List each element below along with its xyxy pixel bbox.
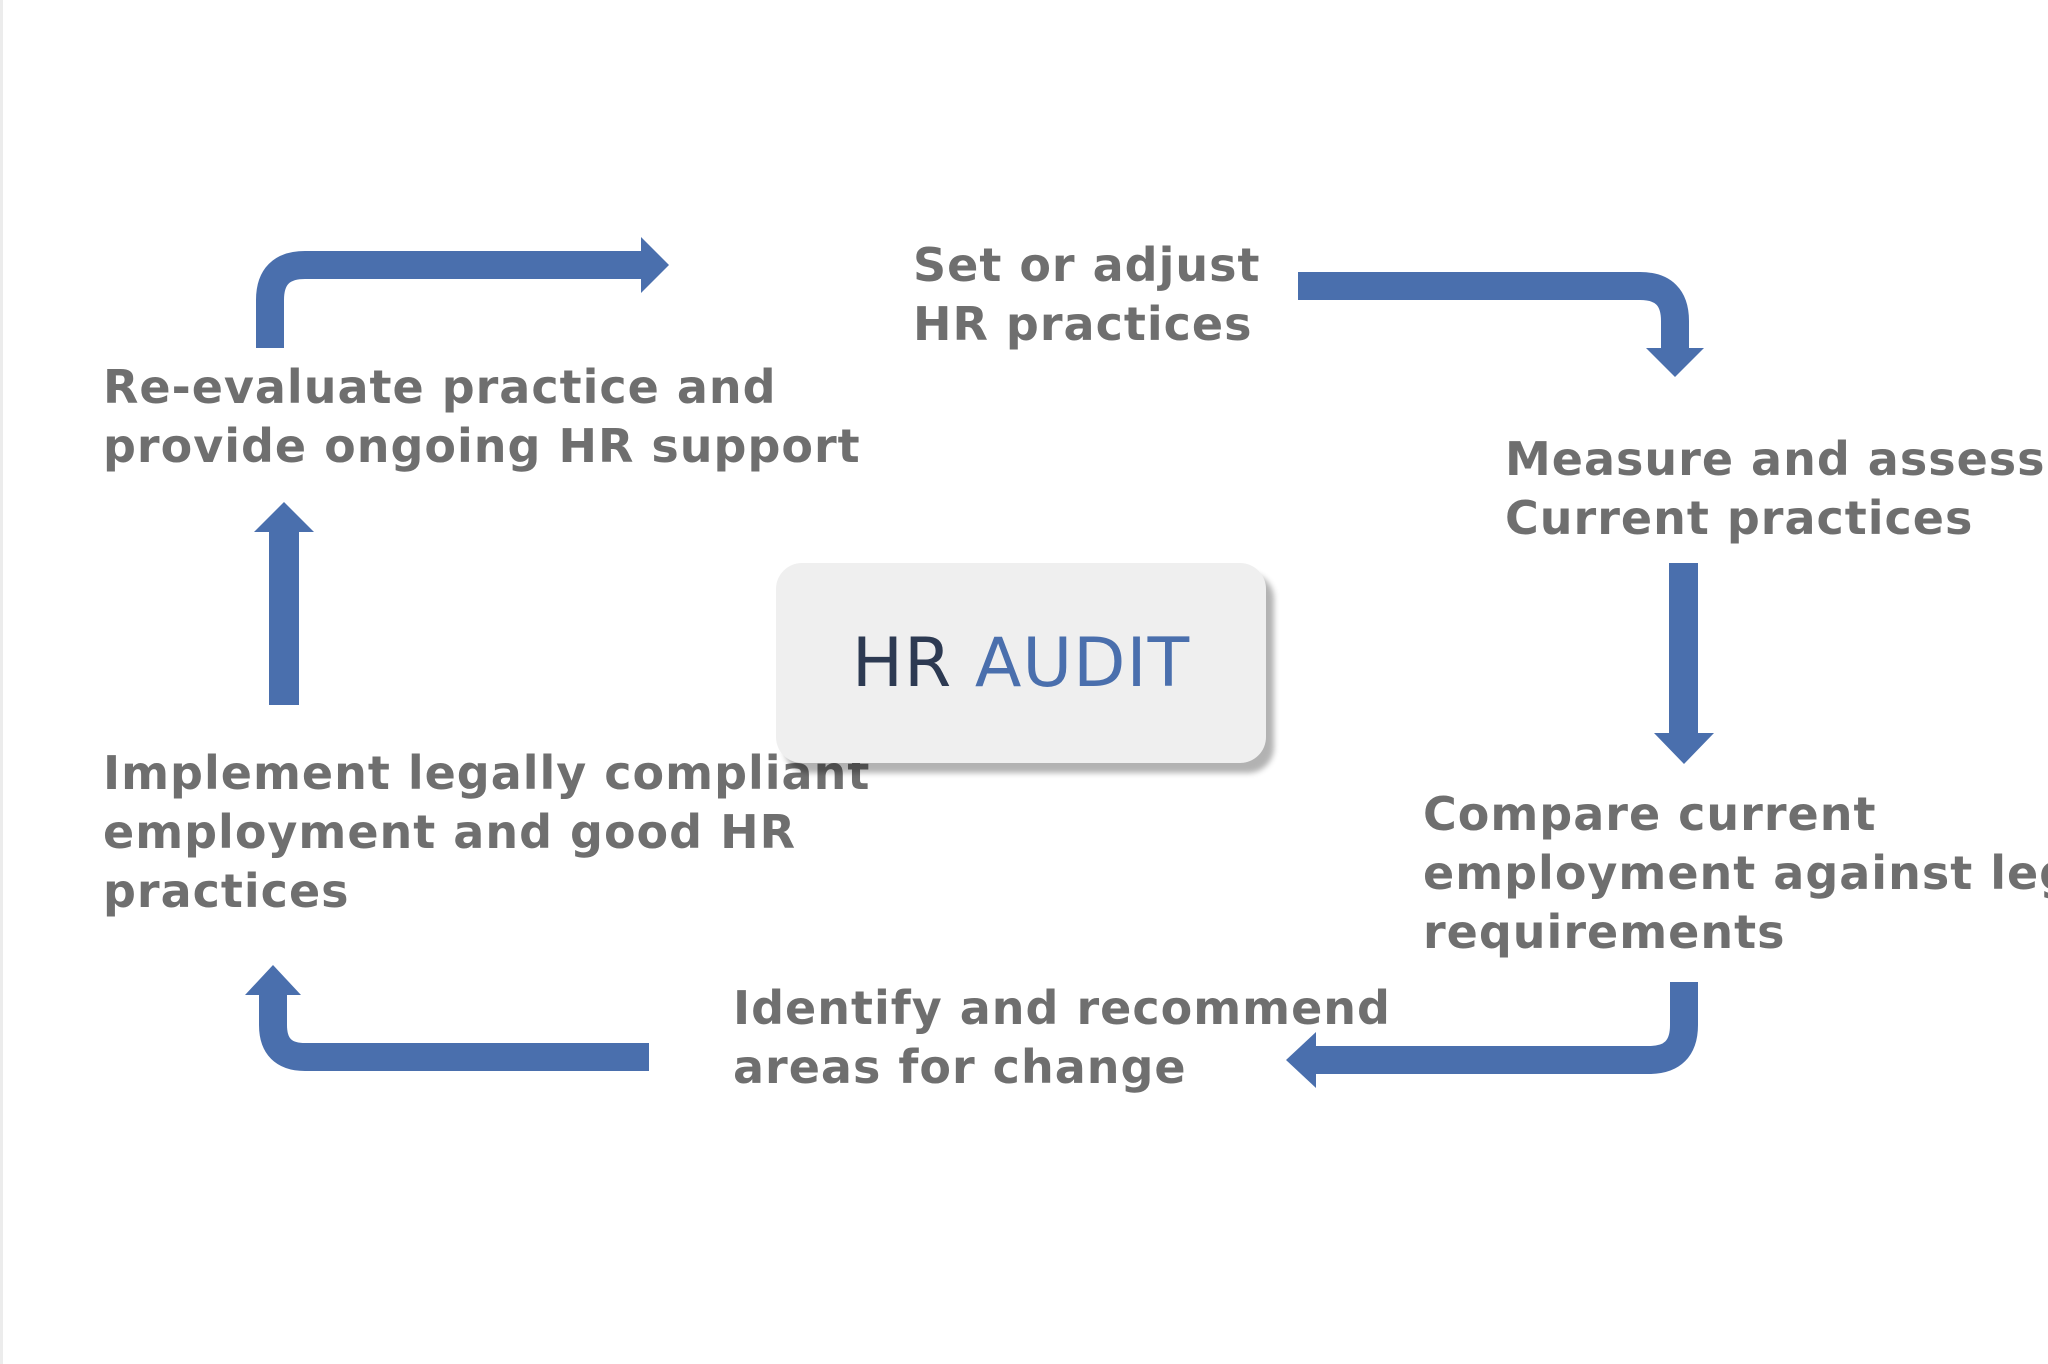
arrow-to-measure [1298, 272, 1704, 377]
arrow-to-compare [1654, 563, 1714, 764]
arrow-to-reevaluate [254, 502, 314, 705]
step-implement-line-2: employment and good HR [103, 805, 797, 859]
step-reevaluate-line-1: Re-evaluate practice and [103, 360, 777, 414]
hr-audit-center-box: HR AUDIT [776, 563, 1266, 763]
step-measure-assess: Measure and assess Current practices [1505, 430, 2046, 548]
step-set-adjust-line-2: HR practices [913, 297, 1253, 351]
step-compare-legal: Compare current employment against legal… [1423, 785, 2048, 962]
step-identify-line-2: areas for change [733, 1040, 1187, 1094]
step-implement-line-3: practices [103, 864, 350, 918]
cycle-arrows [245, 237, 1714, 1088]
arrow-to-set-adjust [256, 237, 669, 348]
step-identify-recommend: Identify and recommend areas for change [733, 979, 1391, 1097]
center-title-space [952, 624, 975, 703]
step-implement-compliant: Implement legally compliant employment a… [103, 744, 870, 921]
step-reevaluate-support: Re-evaluate practice and provide ongoing… [103, 358, 861, 476]
arrow-to-implement [245, 965, 649, 1071]
step-set-adjust-practices: Set or adjust HR practices [913, 236, 1261, 354]
step-identify-line-1: Identify and recommend [733, 981, 1391, 1035]
arrow-to-identify [1286, 982, 1698, 1088]
center-title-audit: AUDIT [974, 623, 1191, 703]
step-compare-line-2: employment against legal [1423, 846, 2048, 900]
step-reevaluate-line-2: provide ongoing HR support [103, 419, 861, 473]
center-title-hr: HR [851, 623, 953, 703]
step-measure-line-1: Measure and assess [1505, 432, 2046, 486]
step-compare-line-3: requirements [1423, 905, 1786, 959]
step-set-adjust-line-1: Set or adjust [913, 238, 1261, 292]
step-compare-line-1: Compare current [1423, 787, 1877, 841]
step-measure-line-2: Current practices [1505, 491, 1974, 545]
step-implement-line-1: Implement legally compliant [103, 746, 871, 800]
